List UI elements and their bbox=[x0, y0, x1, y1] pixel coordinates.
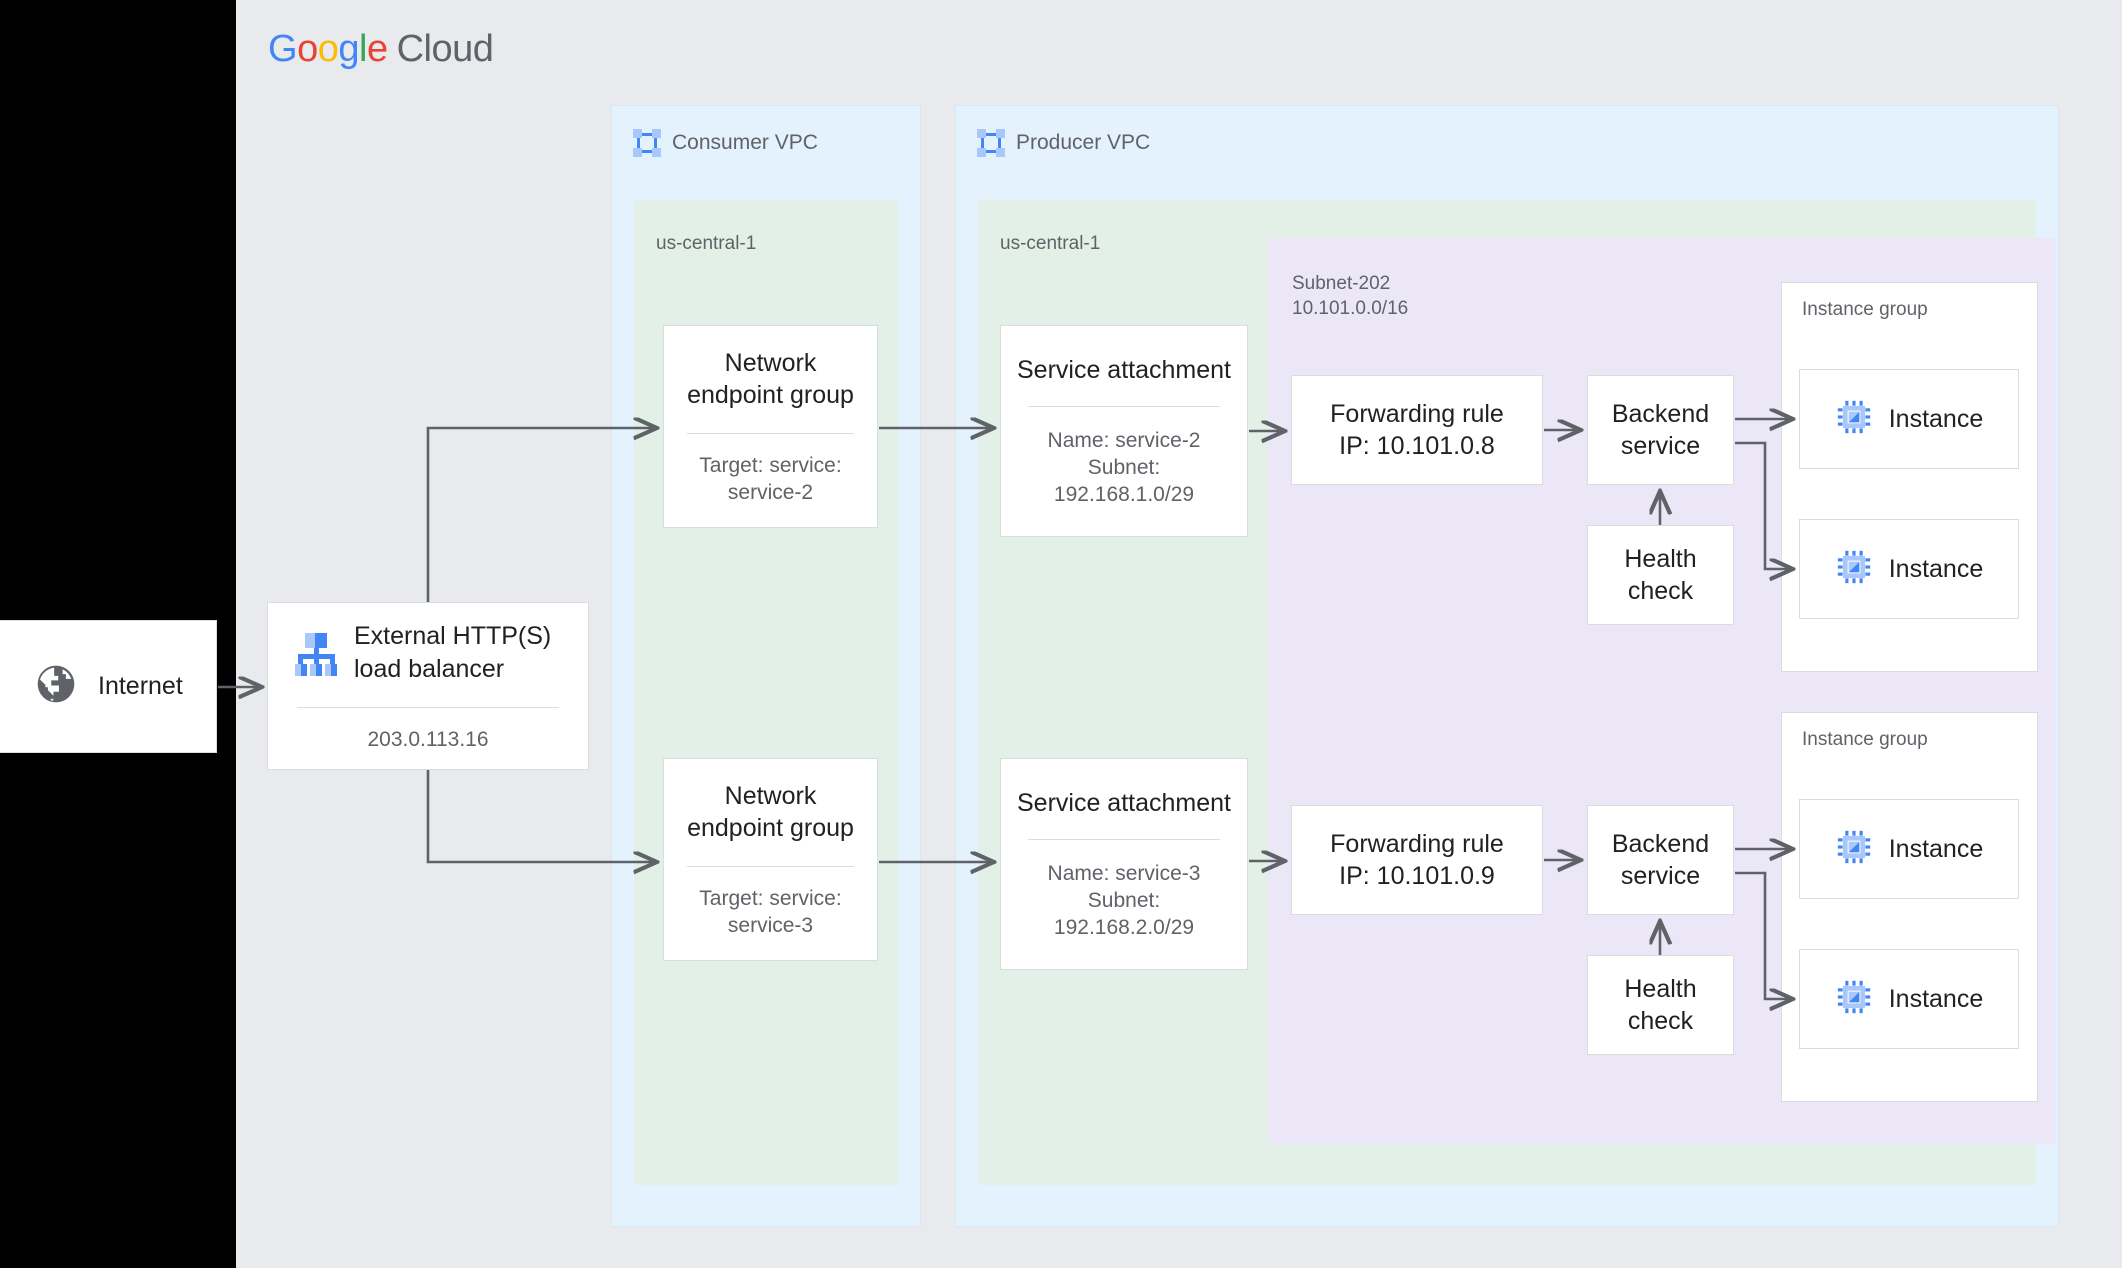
consumer-region-label: us-central-1 bbox=[656, 233, 757, 254]
subnet-202-cidr: 10.101.0.0/16 bbox=[1292, 297, 1409, 319]
sa-2-sub-line3: 192.168.2.0/29 bbox=[1053, 916, 1195, 940]
load-balancer-tree-icon bbox=[294, 632, 338, 676]
service-attachment-service-3[interactable]: Service attachment Name: service-3 Subne… bbox=[1000, 758, 1248, 970]
lb-header: External HTTP(S) load balancer bbox=[268, 620, 588, 685]
sa-2-sub-line2: Subnet: bbox=[1087, 888, 1161, 912]
sa-1-divider bbox=[1028, 405, 1220, 407]
logo-letter-g2: g bbox=[338, 28, 359, 70]
logo-letter-g: G bbox=[268, 28, 298, 70]
hc-2-line2: check bbox=[1627, 1007, 1694, 1035]
fr-1-line2: IP: 10.101.0.8 bbox=[1339, 432, 1495, 460]
vm-chip-icon bbox=[1835, 548, 1873, 591]
sa-1-sub-line2: Subnet: bbox=[1087, 455, 1161, 479]
consumer-vpc-label: Consumer VPC bbox=[672, 131, 818, 154]
service-attachment-service-2[interactable]: Service attachment Name: service-2 Subne… bbox=[1000, 325, 1248, 537]
lb-title-line2: load balancer bbox=[354, 654, 505, 683]
neg-1-divider bbox=[687, 432, 854, 434]
producer-vpc-label: Producer VPC bbox=[1016, 131, 1151, 154]
bs-1-line1: Backend bbox=[1611, 400, 1710, 428]
sa-1-sub-line3: 192.168.1.0/29 bbox=[1053, 483, 1195, 507]
neg-2-sub-line2: service-3 bbox=[727, 914, 814, 937]
instance-2-1[interactable]: Instance bbox=[1799, 799, 2019, 899]
neg-1-sub-line1: Target: service: bbox=[699, 453, 842, 477]
forwarding-rule-1[interactable]: Forwarding rule IP: 10.101.0.8 bbox=[1291, 375, 1543, 485]
neg-1-sub-line2: service-2 bbox=[727, 481, 814, 504]
backend-service-1[interactable]: Backend service bbox=[1587, 375, 1734, 485]
sa-2-divider bbox=[1028, 838, 1220, 840]
neg-2-title-line1: Network bbox=[724, 781, 817, 810]
lb-divider bbox=[296, 707, 560, 708]
neg-2-divider bbox=[687, 865, 854, 867]
forwarding-rule-2[interactable]: Forwarding rule IP: 10.101.0.9 bbox=[1291, 805, 1543, 915]
lb-ip-address: 203.0.113.16 bbox=[367, 728, 489, 751]
neg-2-sub-line1: Target: service: bbox=[699, 886, 842, 910]
sa-1-title: Service attachment bbox=[1017, 355, 1231, 384]
vm-chip-icon bbox=[1835, 398, 1873, 441]
bs-1-line2: service bbox=[1620, 432, 1701, 460]
health-check-1[interactable]: Health check bbox=[1587, 525, 1734, 625]
internet-label: Internet bbox=[98, 672, 183, 700]
globe-icon bbox=[34, 662, 78, 711]
logo-word-cloud: Cloud bbox=[396, 28, 494, 70]
lb-title-line1: External HTTP(S) bbox=[354, 622, 552, 650]
bs-2-line2: service bbox=[1620, 862, 1701, 890]
sa-2-sub-line1: Name: service-3 bbox=[1047, 861, 1201, 885]
vpc-network-icon bbox=[633, 129, 661, 157]
consumer-vpc-title: Consumer VPC bbox=[633, 129, 818, 157]
fr-1-line1: Forwarding rule bbox=[1330, 400, 1504, 428]
sa-2-title: Service attachment bbox=[1017, 788, 1231, 817]
vm-chip-icon bbox=[1835, 978, 1873, 1021]
instance-2-2[interactable]: Instance bbox=[1799, 949, 2019, 1049]
instance-2-2-label: Instance bbox=[1888, 984, 1984, 1013]
hc-2-line1: Health bbox=[1624, 975, 1697, 1003]
subnet-202-label: Subnet-202 10.101.0.0/16 bbox=[1292, 272, 1408, 321]
lb-title: External HTTP(S) load balancer bbox=[354, 620, 551, 685]
instance-1-2-label: Instance bbox=[1888, 554, 1984, 583]
health-check-2[interactable]: Health check bbox=[1587, 955, 1734, 1055]
subnet-202-name: Subnet-202 bbox=[1292, 273, 1391, 294]
backend-service-2[interactable]: Backend service bbox=[1587, 805, 1734, 915]
logo-letter-e: e bbox=[366, 28, 388, 70]
hc-1-line2: check bbox=[1627, 577, 1694, 605]
logo-letter-o2: o bbox=[317, 28, 339, 70]
instance-group-2-label: Instance group bbox=[1802, 729, 1928, 750]
neg-1-title-line1: Network bbox=[724, 348, 817, 377]
vm-chip-icon bbox=[1835, 828, 1873, 871]
instance-2-1-label: Instance bbox=[1888, 834, 1984, 863]
vpc-network-icon bbox=[977, 129, 1005, 157]
producer-region-label: us-central-1 bbox=[1000, 233, 1101, 254]
neg-2-title-line2: endpoint group bbox=[687, 813, 854, 842]
network-endpoint-group-service-2[interactable]: Network endpoint group Target: service: … bbox=[663, 325, 878, 528]
hc-1-line1: Health bbox=[1624, 545, 1697, 573]
sa-1-sub-line1: Name: service-2 bbox=[1047, 428, 1201, 452]
instance-1-2[interactable]: Instance bbox=[1799, 519, 2019, 619]
external-http-load-balancer[interactable]: External HTTP(S) load balancer 203.0.113… bbox=[267, 602, 589, 770]
fr-2-line2: IP: 10.101.0.9 bbox=[1339, 862, 1495, 890]
logo-letter-l: l bbox=[358, 28, 367, 70]
bs-2-line1: Backend bbox=[1611, 830, 1710, 858]
instance-group-1-label: Instance group bbox=[1802, 299, 1928, 320]
instance-1-1-label: Instance bbox=[1888, 404, 1984, 433]
instance-1-1[interactable]: Instance bbox=[1799, 369, 2019, 469]
neg-1-title-line2: endpoint group bbox=[687, 380, 854, 409]
fr-2-line1: Forwarding rule bbox=[1330, 830, 1504, 858]
producer-vpc-title: Producer VPC bbox=[977, 129, 1150, 157]
internet-node[interactable]: Internet bbox=[0, 620, 217, 753]
network-endpoint-group-service-3[interactable]: Network endpoint group Target: service: … bbox=[663, 758, 878, 961]
logo-letter-o1: o bbox=[297, 28, 318, 70]
